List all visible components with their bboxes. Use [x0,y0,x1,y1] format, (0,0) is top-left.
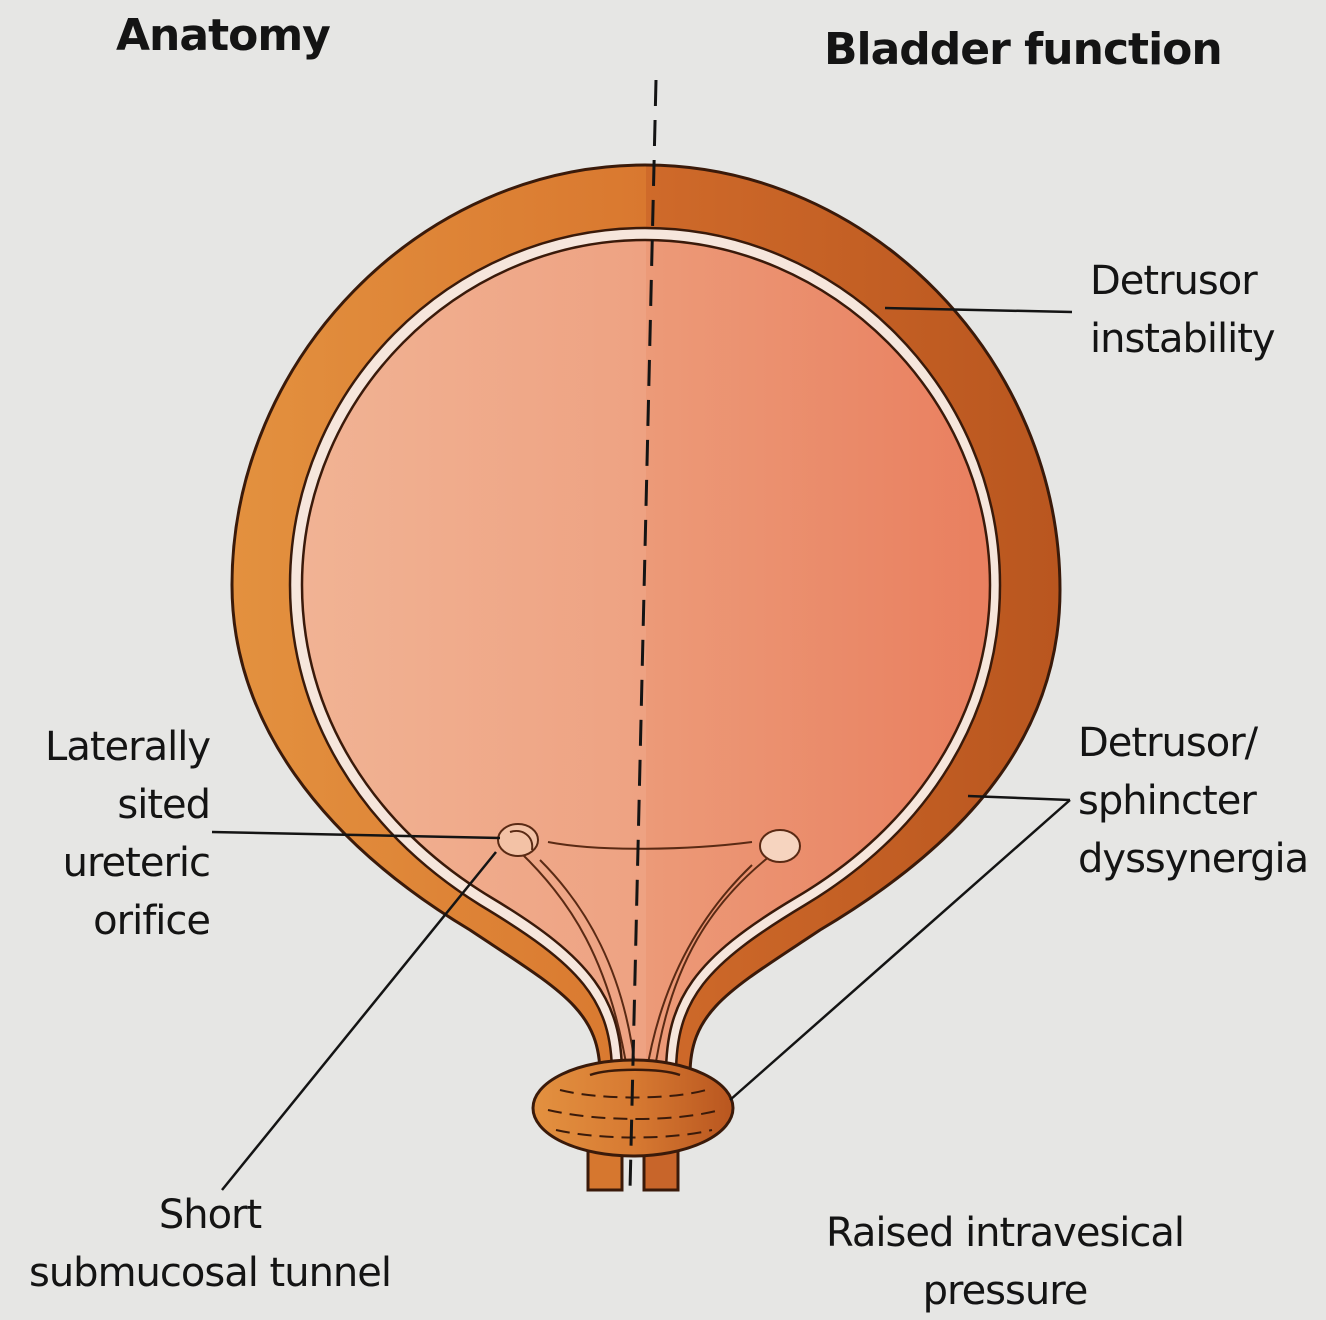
sphincter [533,1060,733,1156]
label-line: Laterally [20,718,210,776]
label-line: Short [10,1186,410,1244]
label-line: Detrusor [1090,252,1320,310]
anatomy-heading: Anatomy [116,10,330,61]
label-line: instability [1090,310,1320,368]
label-line: dyssynergia [1078,830,1326,888]
label-line: Raised intravesical [790,1204,1220,1262]
leader-submucosal-tunnel [222,852,496,1190]
label-line: Detrusor/ [1078,714,1326,772]
label-line: submucosal tunnel [10,1244,410,1302]
label-dyssynergia: Detrusor/ sphincter dyssynergia [1078,714,1326,888]
label-submucosal-tunnel: Short submucosal tunnel [10,1186,410,1302]
label-line: sited [20,776,210,834]
bladder-lumen [302,240,990,1075]
label-line: ureteric [20,834,210,892]
label-ureteric-orifice: Laterally sited ureteric orifice [20,718,210,950]
label-line: orifice [20,892,210,950]
label-line: sphincter [1078,772,1326,830]
right-ureteric-orifice [760,830,800,862]
label-detrusor-instability: Detrusor instability [1090,252,1320,368]
bladder-function-heading: Bladder function [824,24,1222,75]
label-intravesical-pressure: Raised intravesical pressure [790,1204,1220,1320]
label-line: pressure [790,1262,1220,1320]
